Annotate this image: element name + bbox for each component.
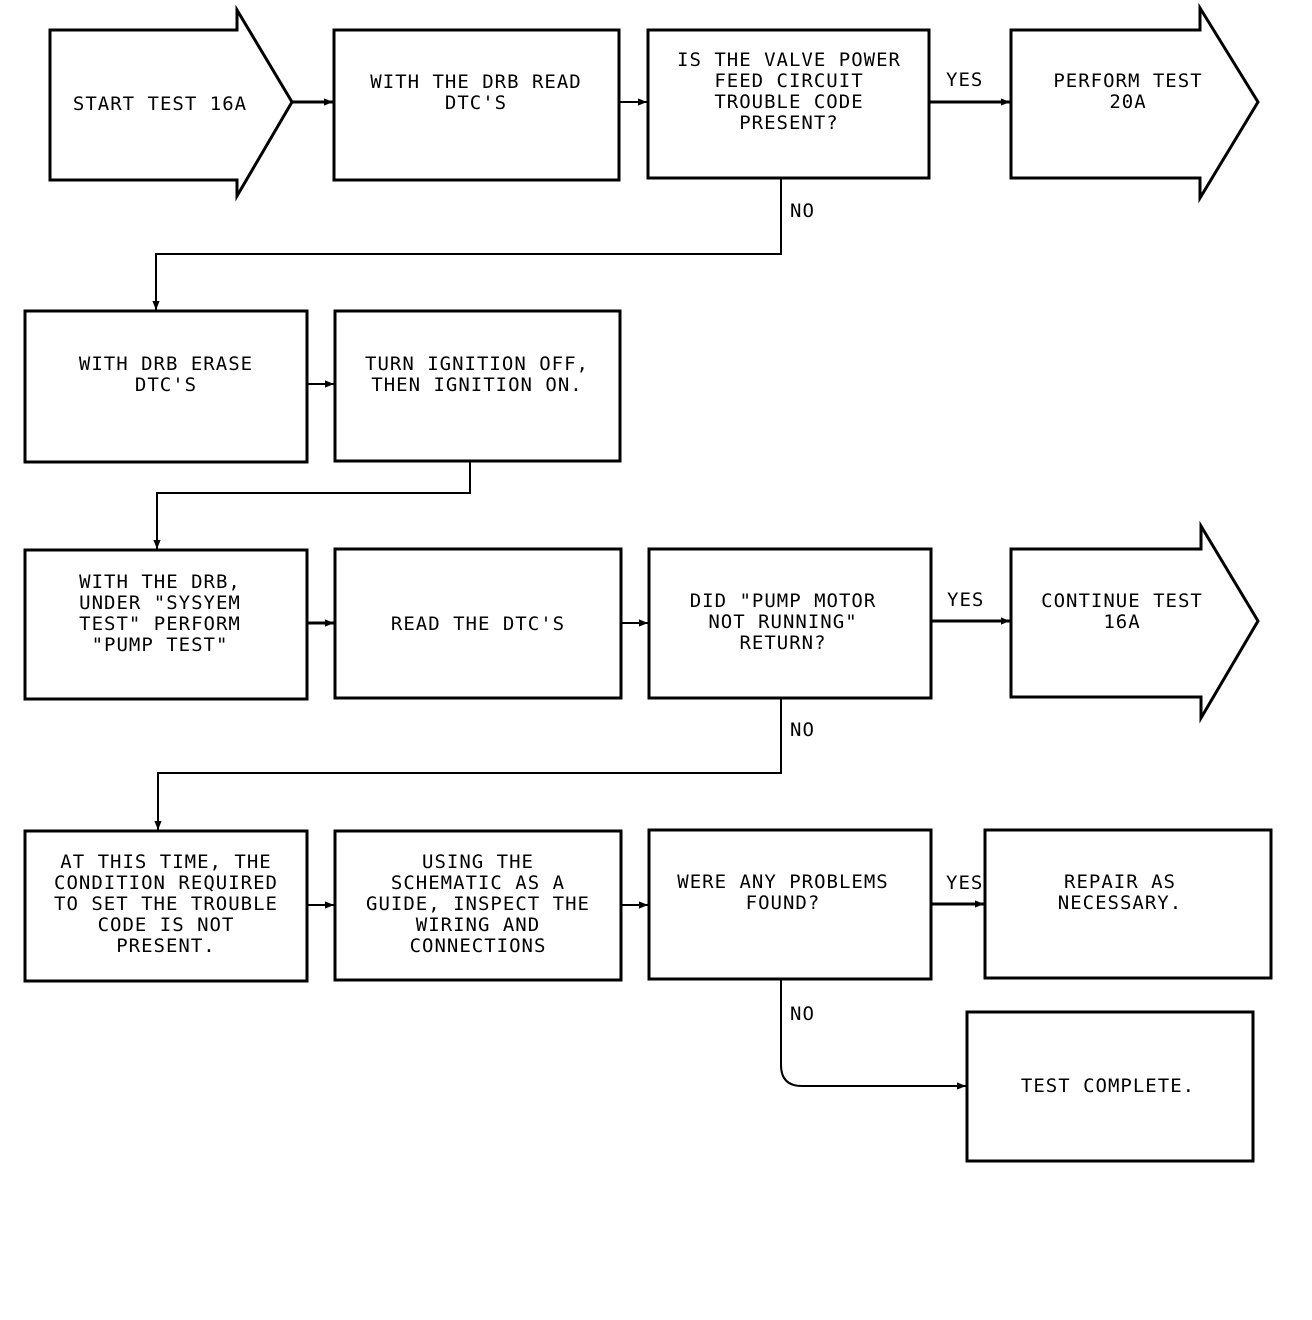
text-line: CONNECTIONS [410, 935, 547, 957]
text-line: USING THE [422, 851, 534, 873]
text-line: CODE IS NOT [98, 914, 235, 936]
no-label-3: NO [790, 1003, 815, 1025]
text-line: WITH THE DRB READ [370, 71, 581, 93]
yes-label-3: YES [946, 872, 983, 894]
ignition-cycle-box: TURN IGNITION OFF,THEN IGNITION ON. [333, 309, 622, 463]
text-line: CONTINUE TEST [1041, 590, 1203, 612]
no-label-2: NO [790, 719, 815, 741]
text-line: 16A [1103, 611, 1140, 633]
text-line: FEED CIRCUIT [714, 70, 863, 92]
connector-no-to-test-complete [780, 979, 966, 1090]
text-line: PRESENT. [116, 935, 216, 957]
text-line: IS THE VALVE POWER [677, 49, 901, 71]
no-label-1: NO [790, 200, 815, 222]
start-test-16a-node: START TEST 16A [48, 4, 294, 202]
read-dtcs-again-text: READ THE DTC'S [391, 613, 565, 635]
text-line: TEST COMPLETE. [1021, 1075, 1195, 1097]
text-line: THEN IGNITION ON. [371, 374, 582, 396]
test-complete-box: TEST COMPLETE. [965, 1010, 1255, 1163]
text-line: WIRING AND [416, 914, 540, 936]
text-line: DTC'S [135, 374, 197, 396]
text-line: TO SET THE TROUBLE [54, 893, 278, 915]
text-line: CONDITION REQUIRED [54, 872, 278, 894]
text-line: NOT RUNNING" [708, 611, 857, 633]
text-line: RETURN? [739, 632, 826, 654]
start-test-16a-text: START TEST 16A [73, 93, 247, 115]
text-line: WITH DRB ERASE [79, 353, 253, 375]
connector-no-to-condition [154, 698, 782, 830]
text-line: PRESENT? [739, 112, 839, 134]
text-line: "PUMP TEST" [92, 634, 229, 656]
text-line: 20A [1109, 91, 1146, 113]
yes-label-2: YES [947, 589, 984, 611]
connector-ignition-to-pump-test [153, 461, 471, 549]
text-line: WERE ANY PROBLEMS [677, 871, 888, 893]
text-line: WITH THE DRB, [79, 571, 241, 593]
text-line: TURN IGNITION OFF, [365, 353, 589, 375]
read-dtcs-again-box: READ THE DTC'S [333, 547, 623, 700]
text-line: FOUND? [746, 892, 821, 914]
text-line: REPAIR AS [1064, 871, 1176, 893]
connector-no-to-erase [152, 178, 782, 310]
text-line: TEST" PERFORM [79, 613, 241, 635]
text-line: UNDER "SYSYEM [79, 592, 241, 614]
yes-label-1: YES [946, 69, 983, 91]
text-line: DTC'S [445, 92, 507, 114]
text-line: READ THE DTC'S [391, 613, 565, 635]
text-line: NECESSARY. [1058, 892, 1182, 914]
test-complete-text: TEST COMPLETE. [1021, 1075, 1195, 1097]
ignition-cycle-text: TURN IGNITION OFF,THEN IGNITION ON. [365, 353, 589, 396]
text-line: DID "PUMP MOTOR [690, 590, 877, 612]
text-line: TROUBLE CODE [714, 91, 863, 113]
text-line: SCHEMATIC AS A [391, 872, 565, 894]
text-line: AT THIS TIME, THE [60, 851, 271, 873]
text-line: START TEST 16A [73, 93, 247, 115]
text-line: GUIDE, INSPECT THE [366, 893, 590, 915]
text-line: PERFORM TEST [1053, 70, 1202, 92]
